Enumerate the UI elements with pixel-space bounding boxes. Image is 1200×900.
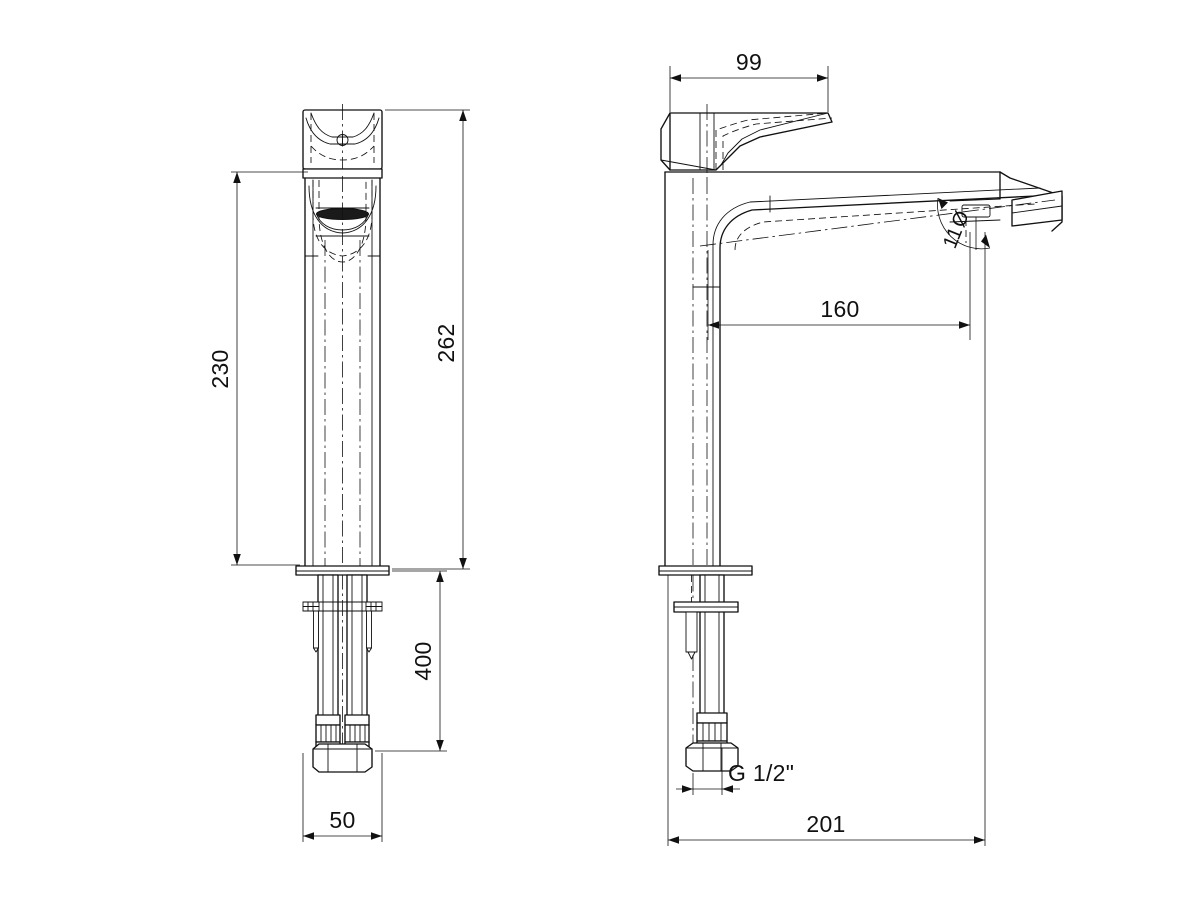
dimension-99: 99 [669,49,829,112]
side-body-and-spout [664,171,1063,770]
dimension-400: 400 [375,570,447,752]
dimension-50: 50 [302,753,383,842]
dimension-262: 262 [385,109,470,570]
dimension-201: 201 [667,232,986,846]
side-view-group: 99 160 11Ø G 1/2" [658,49,1063,846]
dimension-201-label: 201 [806,811,845,837]
front-under-deck-assembly [302,574,383,773]
dimension-262-label: 262 [433,323,459,362]
dimension-230-label: 230 [207,349,233,388]
side-base-flange [658,565,753,576]
dimension-400-label: 400 [410,641,436,680]
thread-label: G 1/2" [728,760,794,786]
front-handle-cap [302,104,383,176]
front-spout-head [302,168,383,770]
dimension-50-label: 50 [329,807,355,833]
dimension-thread-g-half: G 1/2" [676,748,794,795]
dimension-230: 230 [207,171,308,566]
dimension-99-label: 99 [736,49,762,75]
side-lever-handle [660,104,833,178]
dimension-160-label: 160 [820,296,859,322]
dimension-160: 160 [707,232,971,340]
side-under-deck-shank [673,574,739,772]
front-view-group: 230 262 400 50 [207,104,470,842]
front-base-flange [295,565,390,576]
